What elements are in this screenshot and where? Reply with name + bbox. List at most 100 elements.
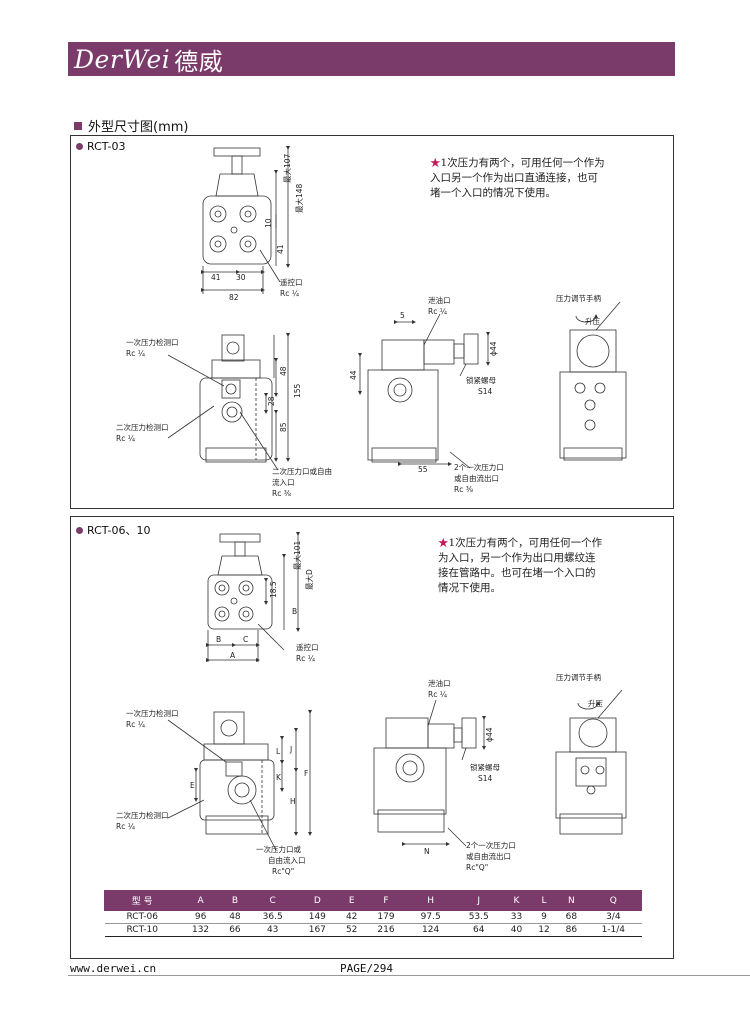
- rct0610-rear-view: [555, 689, 627, 835]
- rct03-note-text: 1次压力有两个，可用任何一个作为 入口另一个作为出口直通连接，也可 堵一个入口的…: [430, 157, 605, 199]
- table-header: C: [248, 890, 298, 911]
- dim-C: C: [243, 635, 248, 644]
- table-cell: 3/4: [585, 910, 642, 924]
- dim-55: 55: [418, 465, 428, 474]
- table-cell: 149: [296, 910, 338, 924]
- secondary-outlet-label-2: 流入口: [272, 477, 295, 487]
- dim-30: 30: [236, 273, 246, 282]
- adjust-handle-label: 压力调节手柄: [556, 672, 601, 682]
- dim-82: 82: [229, 293, 239, 302]
- rct0610-side-view: [373, 699, 486, 847]
- table-header: F: [364, 890, 408, 911]
- table-header: 型 号: [103, 890, 181, 911]
- lock-nut-size: S14: [478, 387, 493, 396]
- primary-check-port-label: 一次压力检测口: [126, 708, 179, 718]
- rct0610-note-text: 1次压力有两个，可用任何一个作 为入口，另一个作为出口用螺纹连 接在管路中。也可…: [438, 537, 603, 594]
- dim-maxD: 最大D: [304, 569, 314, 590]
- remote-port-thread: Rc ¼: [296, 654, 316, 663]
- star-icon: ★: [438, 537, 449, 549]
- dim-48: 48: [279, 366, 288, 376]
- table-header: A: [179, 890, 222, 911]
- rct0610-top-view: [206, 532, 300, 662]
- dim-41-vertical: 41: [276, 244, 285, 254]
- rct0610-note: ★1次压力有两个，可用任何一个作 为入口，另一个作为出口用螺纹连 接在管路中。也…: [438, 536, 602, 596]
- dim-phi44: ϕ44: [489, 341, 498, 356]
- rct03-top-view: [201, 146, 290, 294]
- dim-phi44: ϕ44: [485, 727, 494, 742]
- table-header: K: [502, 890, 531, 911]
- raise-pressure-label: 升压: [588, 699, 603, 708]
- table-cell: 86: [557, 923, 586, 937]
- footer-divider: [68, 975, 750, 976]
- primary-check-port-thread: Rc ¼: [126, 720, 146, 729]
- table-header: E: [337, 890, 366, 911]
- drain-port-label: 泄油口: [428, 295, 451, 305]
- rct03-front-view: [167, 333, 290, 471]
- table-header: H: [406, 890, 456, 911]
- brand-logo: DerWei 德威: [74, 42, 223, 76]
- dim-18.5: 18.5: [269, 581, 278, 598]
- dim-J: J: [289, 745, 292, 754]
- dim-E: E: [190, 781, 195, 790]
- table-row: RCT-06 96 48 36.5 149 42 179 97.5 53.5 3…: [104, 910, 642, 924]
- table-header: Q: [584, 890, 643, 911]
- drain-port-thread: Rc ¼: [428, 690, 448, 699]
- rct0610-title-text: RCT-06、10: [87, 524, 151, 537]
- table-cell: 66: [221, 923, 249, 937]
- table-header-row: 型 号 A B C D E F H J K L N Q: [103, 890, 643, 911]
- rct0610-title: RCT-06、10: [76, 522, 150, 538]
- table-cell: 68: [557, 910, 586, 924]
- header-banner: [68, 42, 675, 76]
- table-header: L: [529, 890, 559, 911]
- lock-nut-label: 锁紧螺母: [466, 375, 496, 385]
- secondary-check-port-thread: Rc ¼: [116, 434, 136, 443]
- rct03-side-view: [358, 313, 490, 469]
- primary-ports-label-1: 2个一次压力口: [466, 840, 516, 850]
- logo-chinese: 德威: [174, 47, 224, 76]
- table-cell: 124: [406, 923, 455, 937]
- remote-port-label: 遥控口: [296, 642, 319, 652]
- dim-max107: 最大107: [282, 153, 292, 183]
- rct03-title-text: RCT-03: [87, 140, 126, 153]
- drain-port-label: 泄油口: [428, 678, 451, 688]
- table-cell: 33: [502, 910, 531, 924]
- rct0610-front-view: [167, 710, 312, 851]
- dim-10: 10: [264, 218, 273, 228]
- footer-url[interactable]: www.derwei.cn: [70, 962, 157, 975]
- rct03-panel: [70, 135, 674, 509]
- dot-bullet-icon: [76, 143, 83, 150]
- table-cell: 167: [296, 923, 338, 937]
- dim-L: L: [276, 747, 281, 756]
- table-cell: 36.5: [248, 910, 297, 924]
- table-cell: 52: [337, 923, 366, 937]
- dim-B: B: [216, 635, 221, 644]
- star-icon: ★: [430, 157, 441, 169]
- outlet-thread: Rc"Q": [272, 867, 294, 876]
- remote-port-thread: Rc ¼: [280, 289, 300, 298]
- lock-nut-size: S14: [478, 774, 493, 783]
- primary-ports-label-1: 2个一次压力口: [454, 462, 504, 472]
- table-header: B: [220, 890, 250, 911]
- primary-check-port-thread: Rc ¼: [126, 349, 146, 358]
- dim-F: F: [304, 769, 308, 778]
- adjust-handle-label: 压力调节手柄: [556, 293, 601, 303]
- primary-ports-thread: Rc"Q": [466, 863, 488, 872]
- dim-155: 155: [293, 383, 302, 398]
- table-cell: RCT-06: [104, 910, 180, 924]
- rct03-title: RCT-03: [76, 140, 125, 153]
- dim-44: 44: [349, 370, 358, 380]
- secondary-outlet-label-1: 二次压力口或自由: [272, 466, 332, 476]
- square-bullet-icon: [74, 121, 82, 130]
- table-cell: 216: [365, 923, 407, 937]
- dot-bullet-icon: [76, 526, 83, 534]
- primary-ports-thread: Rc ⅜: [454, 485, 473, 494]
- table-header: N: [557, 890, 586, 911]
- table-cell: 43: [248, 923, 297, 937]
- lock-nut-label: 锁紧螺母: [470, 762, 500, 772]
- dim-B-vertical: B: [292, 607, 297, 616]
- table-row: RCT-10 132 66 43 167 52 216 124 64 40 12…: [104, 923, 642, 937]
- primary-ports-label-2: 或自由流出口: [454, 473, 499, 483]
- secondary-check-port-label: 二次压力检测口: [116, 422, 169, 432]
- dimension-table: 型 号 A B C D E F H J K L N Q RCT-06 96 48…: [103, 890, 643, 937]
